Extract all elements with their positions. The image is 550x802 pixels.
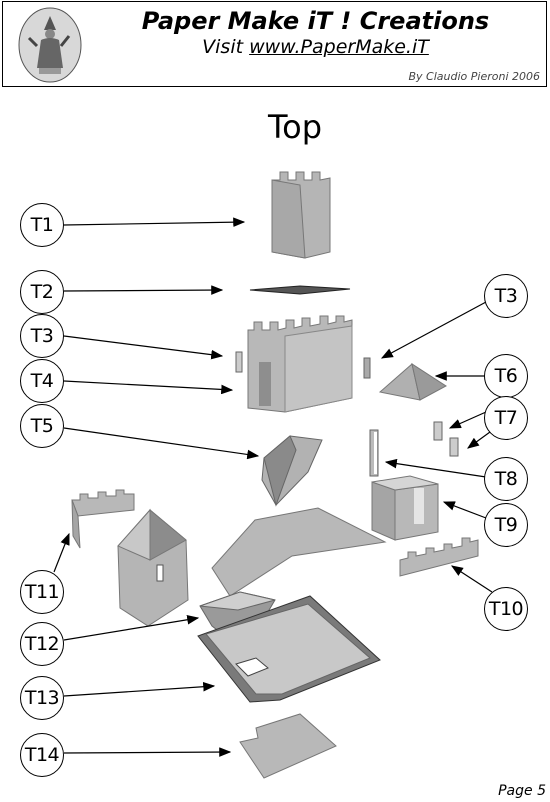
- part-t4-tower-body: [248, 316, 352, 412]
- page-number: Page 5: [498, 783, 546, 799]
- part-t8-strip: [370, 430, 378, 476]
- label-t6: T6: [484, 354, 528, 398]
- label-t12: T12: [20, 622, 64, 666]
- label-t1: T1: [20, 203, 64, 247]
- label-t10: T10: [484, 587, 528, 631]
- part-t7-slot-b: [450, 438, 458, 456]
- part-t3-slot-left: [236, 352, 242, 372]
- label-t7: T7: [484, 396, 528, 440]
- label-t9: T9: [484, 503, 528, 547]
- part-t6-roof: [380, 364, 446, 400]
- label-t3-left: T3: [20, 314, 64, 358]
- part-t10-wall-strip: [400, 538, 478, 576]
- label-t13: T13: [20, 676, 64, 720]
- part-t9-box: [372, 476, 438, 540]
- part-t3-slot-right: [364, 358, 370, 378]
- label-t5: T5: [20, 404, 64, 448]
- part-t7-slot-a: [434, 422, 442, 440]
- part-base-l-plate: [212, 508, 385, 596]
- label-t2: T2: [20, 270, 64, 314]
- part-t5-gem: [262, 436, 322, 505]
- label-t4: T4: [20, 359, 64, 403]
- part-t2-plate: [250, 286, 350, 294]
- part-small-tower: [118, 510, 188, 626]
- label-t3-right: T3: [484, 274, 528, 318]
- part-t1-tower: [272, 172, 330, 258]
- label-t11: T11: [20, 570, 64, 614]
- label-t8: T8: [484, 457, 528, 501]
- part-t14-plate: [240, 714, 336, 778]
- label-t14: T14: [20, 733, 64, 777]
